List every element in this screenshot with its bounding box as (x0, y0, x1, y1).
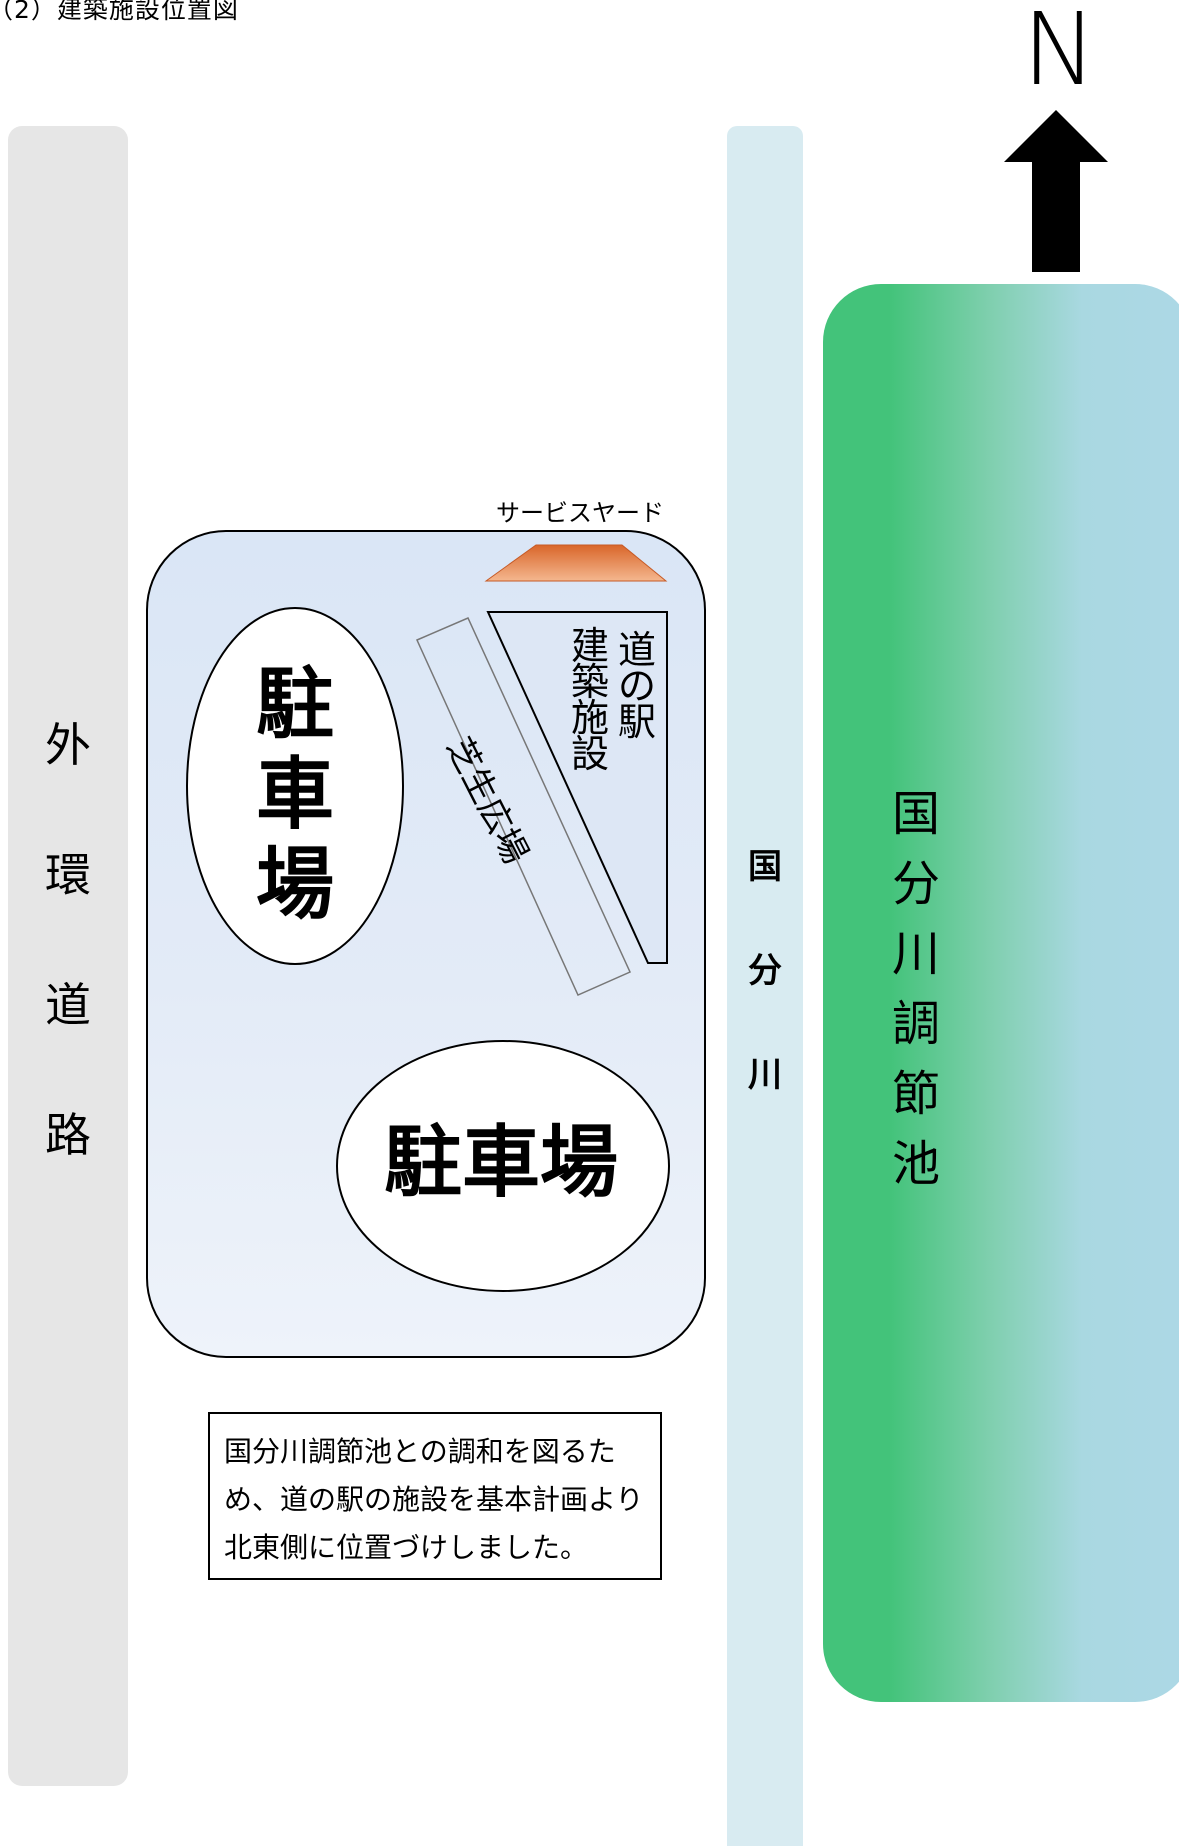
parking-lot-bottom (336, 1040, 670, 1292)
station-label-char: 築 (570, 660, 609, 704)
road-label-char: 路 (45, 1108, 91, 1162)
river-label-char: 川 (748, 1055, 782, 1095)
station-label-char: 駅 (617, 700, 656, 744)
pond-label-char: 分 (891, 856, 940, 912)
parking-top-char: 駐 (255, 660, 334, 750)
station-label-col1: 道 の 駅 (617, 628, 657, 744)
pond-label-char: 節 (891, 1066, 940, 1122)
regulating-pond: 国 分 川 調 節 池 (823, 284, 1179, 1702)
ring-road: 外 環 道 路 (8, 126, 128, 1786)
station-label-char: 設 (570, 732, 609, 776)
parking-top-char: 車 (255, 750, 334, 840)
map-heading: （2）建築施設位置図 (0, 0, 239, 24)
pond-label-char: 川 (891, 926, 940, 982)
north-arrow-icon (1004, 110, 1108, 272)
note-line: め、道の駅の施設を基本計画より (224, 1483, 644, 1516)
parking-top-label: 駐 車 場 (240, 660, 350, 930)
note-box: 国分川調節池との調和を図るた め、道の駅の施設を基本計画より 北東側に位置づけし… (208, 1412, 662, 1580)
parking-top-char: 場 (255, 840, 334, 930)
station-label-char: 道 (617, 628, 656, 672)
pond-label-char: 国 (891, 786, 940, 842)
kokubun-river: 国 分 川 (727, 126, 803, 1846)
river-label-char: 国 (748, 847, 782, 887)
north-label: N (1022, 0, 1097, 108)
note-line: 国分川調節池との調和を図るた (224, 1435, 616, 1468)
road-label-char: 環 (45, 848, 91, 902)
note-line: 北東側に位置づけしました。 (224, 1531, 589, 1564)
service-yard (484, 544, 668, 582)
lawn-plaza (416, 617, 631, 996)
parking-lot-top (186, 607, 404, 965)
station-building (486, 611, 668, 964)
pond-label-char: 池 (891, 1136, 940, 1192)
river-label-char: 分 (748, 951, 782, 991)
station-label-char: 建 (570, 624, 609, 668)
pond-label-char: 調 (891, 996, 940, 1052)
parking-bottom-label: 駐車場 (383, 1118, 618, 1208)
road-label-char: 外 (45, 718, 91, 772)
station-label-char: の (617, 664, 656, 708)
road-label-char: 道 (45, 978, 91, 1032)
station-label-col2: 建 築 施 設 (570, 624, 610, 776)
service-yard-label: サービスヤード (496, 499, 664, 527)
station-label-char: 施 (570, 696, 609, 740)
